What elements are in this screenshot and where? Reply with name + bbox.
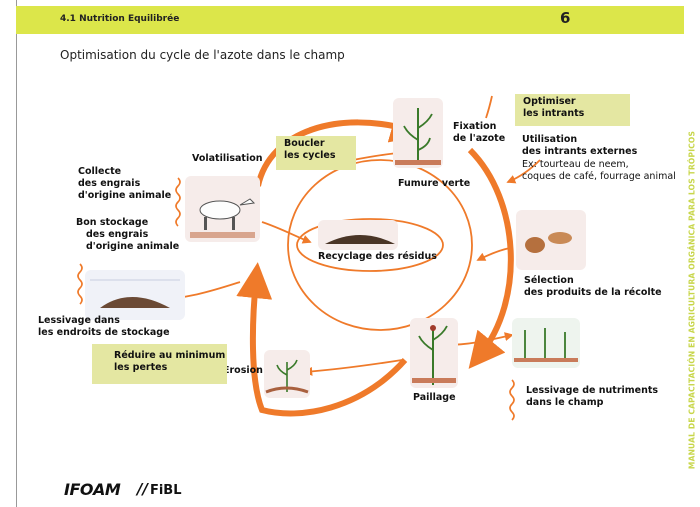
box-optimiser: Optimiser les intrants (515, 94, 630, 126)
label-utilisation-example: Ex: tourteau de neem, coques de café, fo… (522, 159, 676, 182)
cycle-arc-right (467, 147, 514, 369)
fibl-logo-text: FiBL (149, 483, 182, 498)
cycle-arc-bottom (236, 262, 408, 417)
box-reduire: Réduire au minimum les pertes (92, 344, 227, 384)
field-leaching-illustration (512, 318, 580, 368)
ifoam-logo: IFOAM (64, 480, 121, 499)
arrow-fixation (485, 95, 493, 119)
arrow-from-utilisation (506, 159, 541, 184)
label-lessivage-stockage: Lessivage dans les endroits de stockage (38, 315, 170, 338)
label-collecte: Collecte des engrais d'origine animale (78, 166, 172, 201)
label-erosion: Erosion (223, 365, 263, 376)
label-volatilisation: Volatilisation (192, 153, 263, 164)
recycle-ring (296, 218, 444, 272)
section-title: 4.1 Nutrition Equilibrée (60, 14, 180, 24)
label-paillage: Paillage (413, 392, 456, 403)
page-title: Optimisation du cycle de l'azote dans le… (60, 48, 345, 62)
residue-illustration (318, 220, 398, 250)
fibl-logo: //FiBL (137, 480, 182, 498)
arrow-to-recycle (261, 221, 312, 244)
inner-cycle (287, 159, 473, 331)
label-fumure-verte: Fumure verte (398, 178, 471, 189)
page-margin-line (16, 0, 17, 507)
label-selection: Sélection des produits de la récolte (524, 275, 662, 298)
manure-storage-illustration (85, 270, 185, 320)
squiggle-lessivage (509, 379, 515, 421)
header-bar (16, 6, 684, 34)
label-utilisation: Utilisation des intrants externes (522, 134, 638, 157)
page-number: 6 (560, 9, 571, 27)
squiggle-volatilisation (175, 177, 181, 227)
box-boucler: Boucler les cycles (276, 136, 356, 170)
label-recyclage: Recyclage des résidus (318, 251, 437, 262)
cycle-arc-top (255, 107, 428, 187)
squiggle-stockage (77, 263, 83, 305)
arrow-to-selection (476, 247, 511, 261)
label-stockage: Bon stockage des engrais d'origine anima… (76, 217, 180, 252)
label-lessivage-champ: Lessivage de nutriments dans le champ (526, 385, 659, 408)
label-fixation: Fixation de l'azote (453, 121, 506, 144)
arrow-to-erosion (303, 359, 403, 376)
